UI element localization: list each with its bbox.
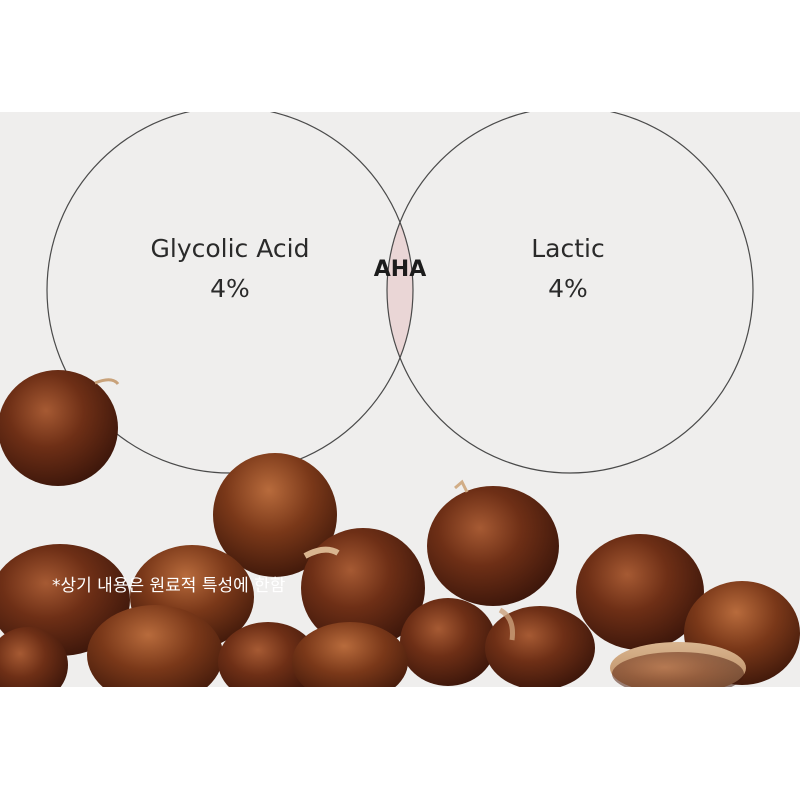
chestnut — [0, 370, 120, 486]
chestnut — [292, 622, 408, 687]
left-circle-value: 4% — [210, 274, 250, 303]
chestnut — [218, 622, 318, 687]
chestnut — [0, 627, 68, 687]
right-circle-value: 4% — [548, 274, 588, 303]
chestnut — [610, 642, 746, 687]
chestnut — [427, 479, 559, 606]
chestnut — [301, 528, 425, 648]
overlap-label: AHA — [374, 257, 426, 282]
chestnut — [400, 598, 496, 686]
chestnuts-photo — [0, 370, 800, 687]
chestnut — [213, 453, 337, 577]
chestnut — [485, 606, 595, 687]
chestnut — [576, 534, 704, 650]
left-circle-name: Glycolic Acid — [151, 234, 310, 263]
disclaimer-text: *상기 내용은 원료적 특성에 한함 — [52, 576, 286, 596]
venn-circle-right — [386, 112, 754, 474]
right-circle-name: Lactic — [531, 234, 605, 263]
chestnut — [87, 605, 223, 687]
